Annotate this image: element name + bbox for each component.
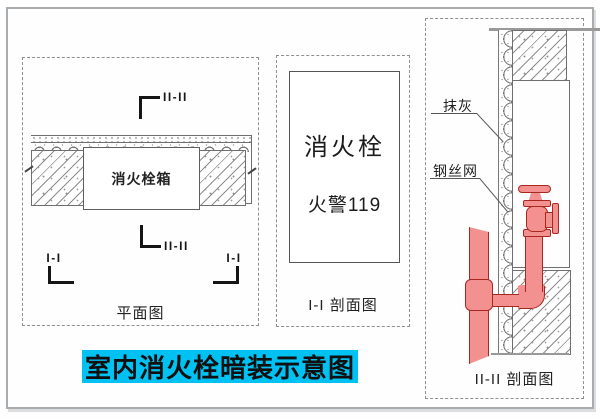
outer-frame [6,7,594,409]
marker-top-label: II-II [163,90,188,104]
valve-inlet-pipe [525,236,543,292]
wall-hatch-top [512,30,567,81]
marker-right-hbar [213,281,239,284]
wall-block-left [31,150,85,206]
tee-fitting [465,279,493,311]
plaster-label: 抹灰 [443,98,473,114]
marker-left-hbar [48,281,74,284]
cabinet-text-line2: 火警119 [307,195,382,216]
marker-bottom-label: II-II [164,239,189,253]
wall-block-right [198,150,246,206]
section1-caption: I-I 剖面图 [308,297,378,314]
title-text: 室内消火栓暗装示意图 [84,353,355,383]
marker-top-hbar [139,96,160,99]
break-tick-right [247,167,257,175]
marker-left-label: I-I [46,251,62,265]
marker-left-vbar [48,266,51,284]
ceiling-slab-line [489,28,600,31]
mesh-leader-underline [430,178,480,180]
valve-top-flange [523,200,551,207]
cabinet-label: 消火栓箱 [111,170,172,187]
section2-panel: 抹灰 钢丝网 II-II 剖面图 [425,18,600,399]
niche-right-line [569,80,570,267]
marker-right-label: I-I [226,251,242,265]
title-bar: 室内消火栓暗装示意图 [82,350,358,383]
branch-pipe [489,294,519,307]
section1-panel: 消火栓 火警119 I-I 剖面图 [276,55,410,327]
plan-panel: 消火栓箱 II-II II-II I-I I-I 平面图 [22,57,259,326]
valve-outlet-flange [552,203,559,234]
cabinet-front-box: 消火栓 火警119 [289,71,400,263]
marker-bottom-vbar [140,225,143,248]
mesh-label: 钢丝网 [433,163,478,179]
floor-line [491,353,569,355]
cabinet-text-line1: 消火栓 [304,134,385,161]
plan-caption: 平面图 [116,305,165,322]
marker-top-vbar [139,96,142,119]
niche-top-line [512,80,570,81]
marker-right-vbar [236,266,239,284]
valve-handwheel [518,185,551,193]
hydrant-cabinet-box: 消火栓箱 [83,147,200,210]
section2-caption: II-II 剖面图 [474,371,555,388]
plaster-leader-underline [431,113,477,115]
marker-bottom-hbar [140,245,161,248]
plaster-layer-strip [498,30,513,353]
